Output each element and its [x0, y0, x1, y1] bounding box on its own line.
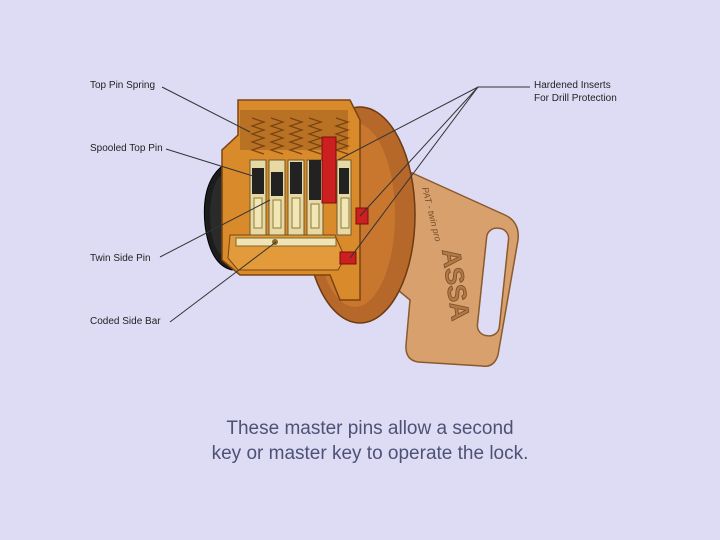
- leader-twin-side-pin: [159, 199, 271, 258]
- label-hardened-inserts-line1: Hardened Inserts: [534, 80, 611, 91]
- label-hardened-inserts-line2: For Drill Protection: [534, 93, 617, 104]
- pin-stacks: [249, 159, 352, 236]
- label-spooled-top-pin: Spooled Top Pin: [90, 143, 163, 154]
- leader-top-pin-spring: [161, 86, 251, 133]
- leader-coded-side-bar: [169, 241, 277, 323]
- leader-hardened-2: [359, 86, 479, 217]
- side-bar: [235, 237, 337, 247]
- label-twin-side-pin: Twin Side Pin: [90, 253, 151, 264]
- callout-lines: [159, 86, 530, 323]
- leader-spooled-top-pin: [165, 148, 254, 177]
- label-top-pin-spring: Top Pin Spring: [90, 80, 156, 91]
- pin-springs: [249, 117, 351, 155]
- leader-hardened-3: [349, 86, 479, 259]
- key-bow-hole: [476, 227, 510, 337]
- caption: These master pins allow a second key or …: [150, 416, 590, 466]
- label-coded-side-bar: Coded Side Bar: [90, 316, 161, 327]
- caption-line-1: These master pins allow a second: [226, 418, 514, 439]
- caption-line-2: key or master key to operate the lock.: [211, 443, 529, 464]
